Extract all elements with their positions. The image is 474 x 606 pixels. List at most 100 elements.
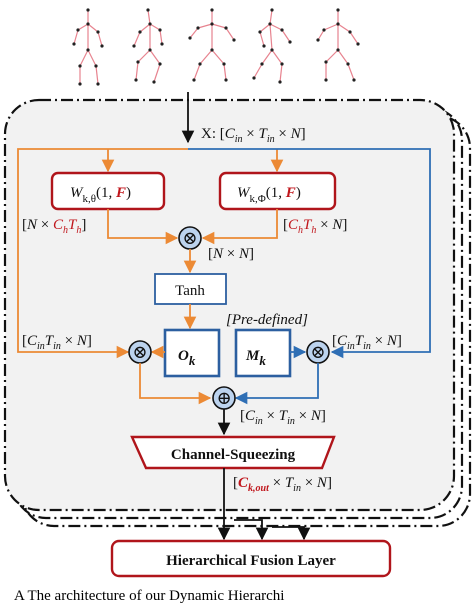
multiply-node-right: ⊗ <box>306 340 330 364</box>
orange-bus <box>17 148 188 359</box>
skeleton-joint <box>86 48 90 52</box>
skeleton-joint <box>158 28 162 32</box>
svg-text:Hierarchical Fusion Layer: Hierarchical Fusion Layer <box>166 553 336 569</box>
skeleton-joint <box>324 78 328 82</box>
theta-to-mult <box>107 209 179 245</box>
skeleton-joint <box>72 42 76 46</box>
skeleton-figure <box>132 8 164 84</box>
out-arrow-2 <box>234 519 269 541</box>
skeleton-joint <box>94 64 98 68</box>
svg-text:⊗: ⊗ <box>182 228 197 248</box>
skeleton-joint <box>192 78 196 82</box>
skeleton-joint <box>210 22 214 26</box>
skeleton-bone <box>149 49 161 65</box>
skeleton-joint <box>188 36 192 40</box>
skeleton-figure <box>188 8 236 82</box>
phi-out-dim: [ChTh × N] <box>283 217 347 236</box>
skeleton-bone <box>347 63 355 81</box>
svg-text:Mk: Mk <box>245 348 266 368</box>
skeleton-joint <box>270 48 274 52</box>
left-mult-to-add <box>139 363 212 405</box>
skeleton-bone <box>279 63 283 83</box>
skeleton-bone <box>87 49 97 67</box>
skeleton-joint <box>160 42 164 46</box>
skeleton-joint <box>76 28 80 32</box>
skeleton-bone <box>95 65 99 85</box>
w-theta-block: Wk,θ(1, F) <box>50 171 166 211</box>
skeleton-joint <box>270 8 274 12</box>
skeleton-bone <box>259 23 271 33</box>
skeleton-joint <box>136 60 140 64</box>
skeleton-bone <box>259 31 265 47</box>
skeleton-joint <box>252 76 256 80</box>
right-mult-to-add <box>234 363 319 405</box>
skeleton-joint <box>262 44 266 48</box>
skeleton-joint <box>336 48 340 52</box>
skeleton-bone <box>79 49 89 67</box>
skeleton-bone <box>269 23 283 31</box>
right-skip-dim: [CinTin × N] <box>332 333 402 352</box>
skeleton-joint <box>278 80 282 84</box>
skeleton-bone <box>225 27 235 41</box>
skeleton-bone <box>159 29 163 45</box>
phi-to-mult <box>201 209 278 245</box>
skeleton-joint <box>86 22 90 26</box>
skeleton-joint <box>152 80 156 84</box>
skeleton-figure <box>72 8 104 86</box>
add-node: ⊕ <box>212 386 236 410</box>
skeleton-bone <box>77 23 89 31</box>
skeleton-joint <box>288 40 292 44</box>
theta-out-dim: [N × ChTh] <box>22 217 86 236</box>
skeleton-joint <box>280 62 284 66</box>
mult-out-dim: [N × N] <box>208 246 254 262</box>
skeleton-joint <box>258 30 262 34</box>
skeleton-joint <box>336 22 340 26</box>
skeleton-bone <box>271 49 283 65</box>
skeleton-joint <box>268 22 272 26</box>
skeleton-bone <box>153 63 161 83</box>
skeleton-joint <box>324 60 328 64</box>
skeleton-joint <box>352 78 356 82</box>
skeleton-joint <box>316 38 320 42</box>
sum-out-dim: [Cin × Tin × N] <box>240 408 326 427</box>
skeleton-joint <box>148 22 152 26</box>
svg-text:Wk,θ(1, F): Wk,θ(1, F) <box>70 185 131 205</box>
skeleton-bone <box>73 29 79 45</box>
skeleton-joint <box>148 48 152 52</box>
skeleton-joint <box>78 82 82 86</box>
svg-text:Tanh: Tanh <box>175 283 205 299</box>
skeleton-joint <box>348 30 352 34</box>
final-out-dim: [Ck,out × Tin × N] <box>233 475 332 494</box>
skeleton-joint <box>260 62 264 66</box>
skeleton-bone <box>135 61 139 81</box>
skeleton-bone <box>199 49 213 65</box>
svg-text:Wk,Φ(1, F): Wk,Φ(1, F) <box>237 185 301 205</box>
skeleton-bone <box>139 23 151 33</box>
skeleton-bone <box>281 29 291 43</box>
skeleton-bone <box>211 49 225 65</box>
skeleton-joint <box>222 62 226 66</box>
multiply-node-left: ⊗ <box>128 340 152 364</box>
skeleton-bone <box>323 23 339 31</box>
skeleton-joint <box>210 8 214 12</box>
pre-defined-label: [Pre-defined] <box>226 312 308 328</box>
skeleton-joint <box>336 8 340 12</box>
skeleton-bone <box>223 63 227 81</box>
skeleton-joint <box>134 78 138 82</box>
skeleton-bone <box>133 31 141 47</box>
skeleton-joint <box>100 44 104 48</box>
skeleton-bone <box>193 63 201 81</box>
skeleton-bone <box>269 9 273 25</box>
skeleton-bone <box>97 31 103 47</box>
skeleton-joint <box>224 78 228 82</box>
multiply-node-top: ⊗ <box>178 226 202 250</box>
skeleton-bone <box>197 23 213 29</box>
skeleton-joint <box>196 26 200 30</box>
skeleton-figure <box>252 8 292 84</box>
skeleton-joint <box>86 8 90 12</box>
skeleton-bone <box>337 23 351 33</box>
blue-bus <box>188 148 431 359</box>
skeleton-joint <box>198 62 202 66</box>
skeleton-joint <box>224 26 228 30</box>
